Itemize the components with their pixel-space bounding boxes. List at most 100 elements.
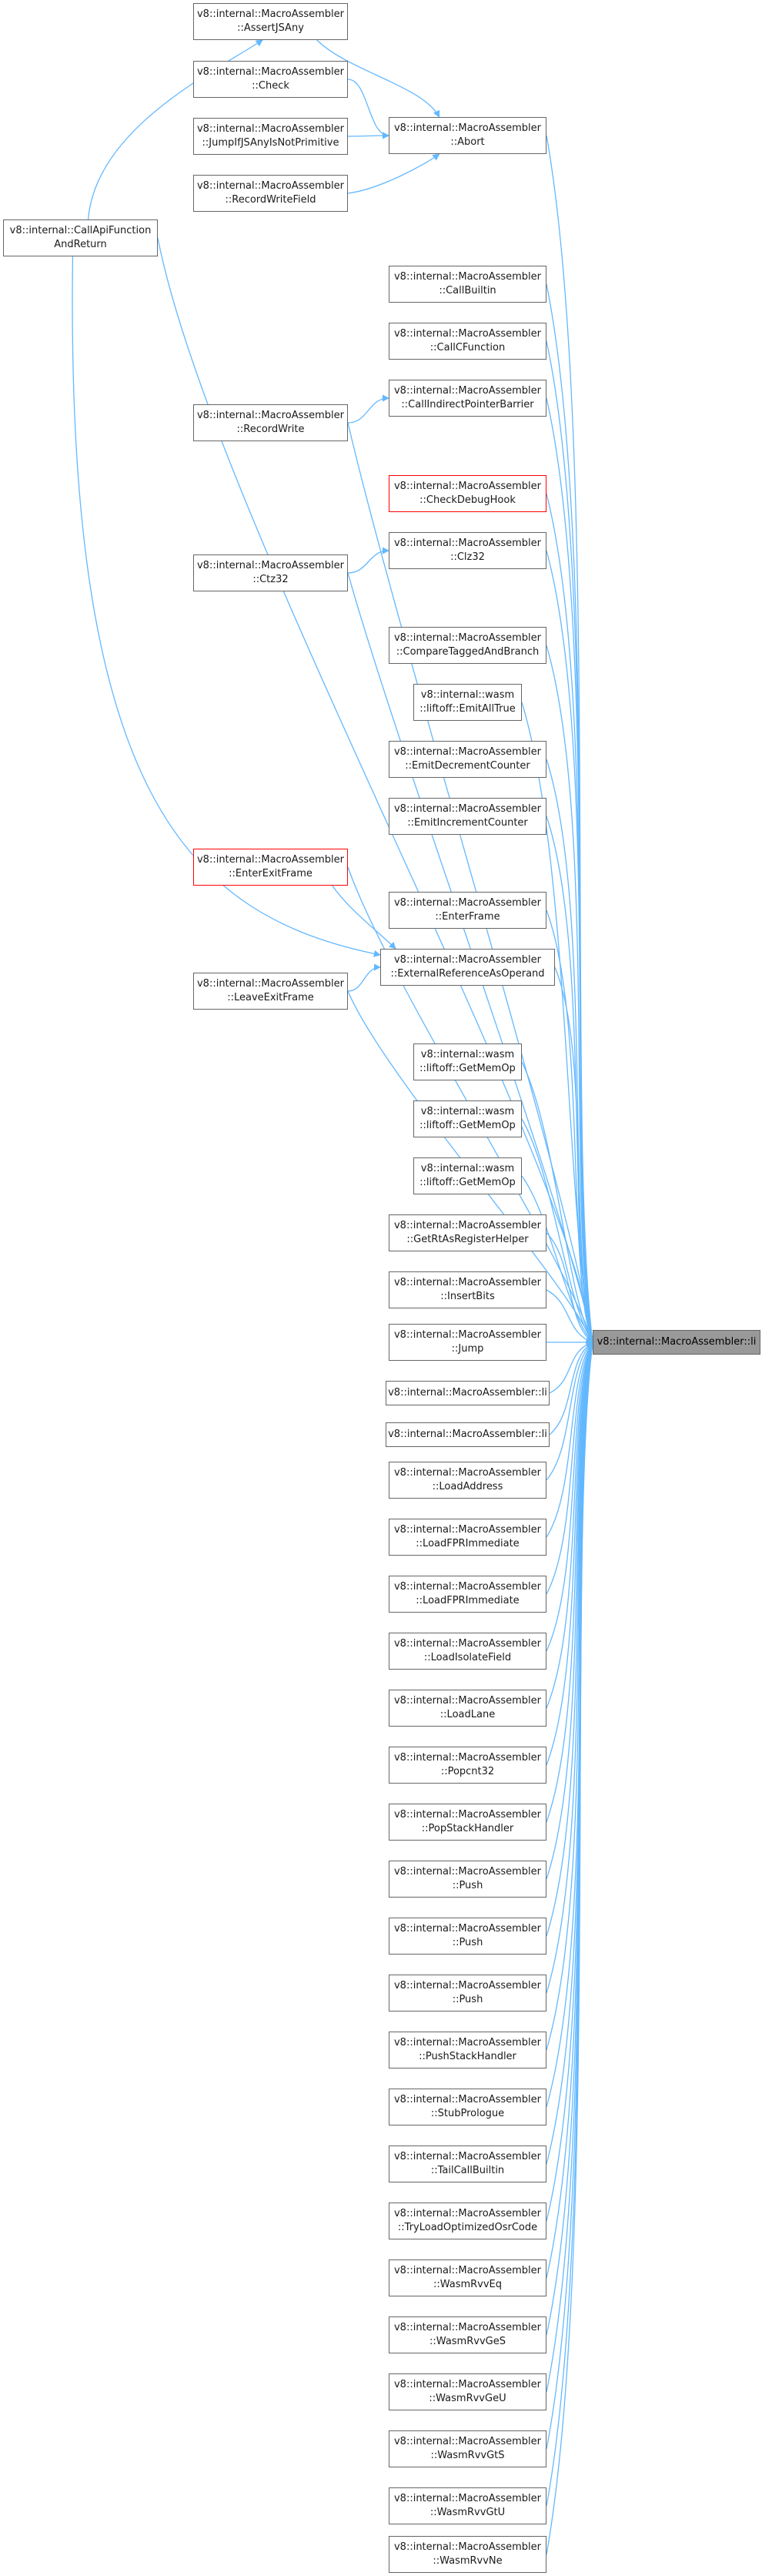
- call-edge: [316, 39, 440, 118]
- call-edge: [546, 1342, 593, 1595]
- caller-node[interactable]: v8::internal::MacroAssembler::Jump: [389, 1324, 546, 1361]
- caller-node[interactable]: v8::internal::MacroAssembler::EnterExitF…: [193, 849, 348, 886]
- node-label-line: ::LoadFPRImmediate: [416, 1595, 520, 1606]
- node-label-line: v8::internal::MacroAssembler: [196, 978, 344, 990]
- call-edge: [554, 966, 594, 1343]
- node-label-line: v8::internal::MacroAssembler: [393, 746, 541, 758]
- caller-node[interactable]: v8::internal::MacroAssembler::Popcnt32: [389, 1747, 546, 1784]
- caller-node[interactable]: v8::internal::MacroAssembler::WasmRvvGeU: [389, 2373, 546, 2410]
- node-label-line: v8::internal::MacroAssembler: [393, 2151, 541, 2162]
- caller-node[interactable]: v8::internal::MacroAssembler::TailCallBu…: [389, 2146, 546, 2182]
- caller-node[interactable]: v8::internal::MacroAssembler::EmitDecrem…: [389, 741, 546, 778]
- node-label-line: v8::internal::MacroAssembler: [393, 1752, 541, 1764]
- call-edge: [546, 1342, 595, 1937]
- caller-node[interactable]: v8::internal::MacroAssembler::RecordWrit…: [193, 404, 348, 441]
- node-label-line: v8::internal::MacroAssembler: [393, 2094, 541, 2105]
- node-label-line: ::PopStackHandler: [421, 1823, 514, 1834]
- call-edge: [347, 394, 389, 424]
- caller-node[interactable]: v8::internal::MacroAssembler::li: [386, 1381, 550, 1405]
- node-label-line: ::Push: [452, 1937, 483, 1948]
- caller-node[interactable]: v8::internal::MacroAssembler::EnterFrame: [389, 892, 546, 929]
- caller-node[interactable]: v8::internal::MacroAssembler::WasmRvvNe: [389, 2536, 546, 2573]
- node-label-line: ::Push: [452, 1994, 483, 2005]
- caller-node[interactable]: v8::internal::MacroAssembler::WasmRvvGeS: [389, 2316, 546, 2353]
- node-label-line: v8::internal::MacroAssembler: [393, 1277, 541, 1288]
- node-label-line: v8::internal::MacroAssembler: [196, 66, 344, 78]
- call-edge: [546, 1342, 593, 1652]
- caller-node[interactable]: v8::internal::MacroAssembler::CallBuilti…: [389, 266, 546, 303]
- caller-node[interactable]: v8::internal::wasm::liftoff::GetMemOp: [413, 1100, 522, 1137]
- call-edge: [347, 547, 389, 574]
- caller-node[interactable]: v8::internal::MacroAssembler::TryLoadOpt…: [389, 2202, 546, 2239]
- call-edge: [546, 1342, 595, 1880]
- caller-node[interactable]: v8::internal::MacroAssembler::LoadIsolat…: [389, 1633, 546, 1670]
- node-label-line: v8::internal::MacroAssembler: [393, 2493, 541, 2504]
- caller-node[interactable]: v8::internal::MacroAssembler::RecordWrit…: [193, 175, 348, 212]
- caller-node[interactable]: v8::internal::MacroAssembler::LoadAddres…: [389, 1462, 546, 1499]
- caller-node[interactable]: v8::internal::MacroAssembler::Check: [193, 61, 348, 98]
- node-label-line: v8::internal::wasm: [420, 1049, 515, 1060]
- caller-node[interactable]: v8::internal::MacroAssembler::LeaveExitF…: [193, 973, 348, 1010]
- caller-node[interactable]: v8::internal::MacroAssembler::Push: [389, 1861, 546, 1898]
- node-label-line: ::StubPrologue: [430, 2108, 505, 2119]
- node-label-line: ::LoadIsolateField: [423, 1652, 512, 1663]
- node-label-line: v8::internal::MacroAssembler: [393, 271, 541, 283]
- node-label-line: v8::internal::MacroAssembler: [393, 538, 541, 549]
- caller-node[interactable]: v8::internal::MacroAssembler::ExternalRe…: [380, 949, 555, 986]
- caller-node[interactable]: v8::internal::MacroAssembler::WasmRvvGtS: [389, 2430, 546, 2467]
- caller-node[interactable]: v8::internal::MacroAssembler::li: [386, 1422, 550, 1447]
- node-label-line: v8::internal::MacroAssembler: [393, 1866, 541, 1878]
- node-label-line: ::WasmRvvGtU: [429, 2507, 506, 2518]
- caller-node[interactable]: v8::internal::MacroAssembler::WasmRvvGtU: [389, 2487, 546, 2524]
- call-edge: [546, 283, 596, 1343]
- caller-node[interactable]: v8::internal::MacroAssembler::LoadFPRImm…: [389, 1576, 546, 1613]
- caller-node[interactable]: v8::internal::wasm::liftoff::EmitAllTrue: [413, 684, 522, 721]
- node-label-line: ::liftoff::GetMemOp: [419, 1063, 516, 1074]
- node-label-line: ::liftoff::GetMemOp: [419, 1177, 516, 1188]
- caller-node[interactable]: v8::internal::MacroAssembler::Push: [389, 1975, 546, 2012]
- caller-node[interactable]: v8::internal::MacroAssembler::PushStackH…: [389, 2032, 546, 2069]
- caller-node[interactable]: v8::internal::MacroAssembler::PopStackHa…: [389, 1804, 546, 1841]
- node-label-line: ::Jump: [451, 1343, 484, 1355]
- node-label-line: v8::internal::MacroAssembler: [393, 1329, 541, 1341]
- node-label-line: v8::internal::MacroAssembler: [393, 122, 541, 134]
- call-edge: [546, 1289, 593, 1344]
- caller-node[interactable]: v8::internal::MacroAssembler::WasmRvvEq: [389, 2259, 546, 2296]
- node-label-line: ::CallBuiltin: [439, 285, 496, 296]
- call-edge: [546, 1342, 595, 1994]
- caller-node[interactable]: v8::internal::MacroAssembler::LoadLane: [389, 1690, 546, 1727]
- caller-node[interactable]: v8::internal::MacroAssembler::InsertBits: [389, 1271, 546, 1308]
- caller-node[interactable]: v8::internal::MacroAssembler::CallIndire…: [389, 380, 546, 417]
- caller-node[interactable]: v8::internal::MacroAssembler::JumpIfJSAn…: [193, 118, 348, 155]
- node-label-line: ::GetRtAsRegisterHelper: [406, 1234, 529, 1245]
- caller-node[interactable]: v8::internal::MacroAssembler::Abort: [389, 117, 546, 154]
- node-label-line: ::WasmRvvEq: [433, 2279, 503, 2290]
- caller-node[interactable]: v8::internal::MacroAssembler::EmitIncrem…: [389, 798, 546, 835]
- caller-node[interactable]: v8::internal::MacroAssembler::Ctz32: [193, 554, 348, 591]
- caller-node[interactable]: v8::internal::MacroAssembler::CompareTag…: [389, 627, 546, 664]
- node-label-line: v8::internal::MacroAssembler: [196, 854, 344, 866]
- caller-node[interactable]: v8::internal::MacroAssembler::StubProlog…: [389, 2089, 546, 2125]
- node-label-line: ::LoadLane: [439, 1709, 496, 1720]
- caller-node[interactable]: v8::internal::wasm::liftoff::GetMemOp: [413, 1157, 522, 1194]
- caller-node[interactable]: v8::internal::MacroAssembler::Clz32: [389, 532, 546, 569]
- caller-node[interactable]: v8::internal::MacroAssembler::CallCFunct…: [389, 323, 546, 360]
- node-label-line: ::EmitDecrementCounter: [405, 760, 530, 772]
- caller-node[interactable]: v8::internal::MacroAssembler::CheckDebug…: [389, 475, 546, 512]
- call-edge: [546, 1342, 596, 2555]
- node-label-line: v8::internal::MacroAssembler: [393, 481, 541, 492]
- target-node-li: v8::internal::MacroAssembler::li: [593, 1330, 760, 1355]
- call-edge: [546, 1342, 594, 1766]
- call-edge: [546, 493, 596, 1343]
- caller-node[interactable]: v8::internal::wasm::liftoff::GetMemOp: [413, 1043, 522, 1080]
- node-label-line: v8::internal::wasm: [420, 1106, 515, 1117]
- call-edge: [546, 1232, 593, 1343]
- caller-node[interactable]: v8::internal::MacroAssembler::Push: [389, 1918, 546, 1955]
- caller-node[interactable]: v8::internal::MacroAssembler::AssertJSAn…: [193, 3, 348, 40]
- node-label-line: ::Clz32: [450, 551, 485, 563]
- caller-node[interactable]: v8::internal::MacroAssembler::GetRtAsReg…: [389, 1214, 546, 1251]
- caller-node[interactable]: v8::internal::MacroAssembler::LoadFPRImm…: [389, 1519, 546, 1556]
- node-label-line: ::LoadAddress: [432, 1481, 503, 1492]
